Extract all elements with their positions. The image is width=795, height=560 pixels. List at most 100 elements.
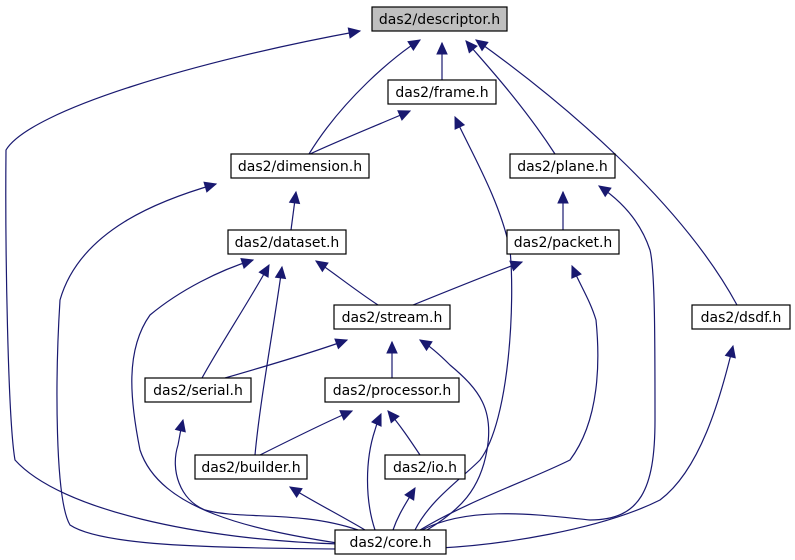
edge-line xyxy=(289,486,366,531)
edge-line xyxy=(5,30,361,545)
edge-core-to-dimension xyxy=(56,181,341,550)
edges-layer xyxy=(5,27,738,550)
node-plane[interactable]: das2/plane.h xyxy=(509,153,616,179)
node-label: das2/frame.h xyxy=(395,85,488,101)
node-dimension[interactable]: das2/dimension.h xyxy=(230,153,370,179)
node-box xyxy=(371,6,508,32)
node-label: das2/processor.h xyxy=(333,383,452,399)
edge-line xyxy=(421,185,656,531)
node-dsdf[interactable]: das2/dsdf.h xyxy=(691,304,791,330)
node-label: das2/core.h xyxy=(349,535,431,551)
edge-line xyxy=(475,39,738,306)
edge-io-to-processor xyxy=(387,410,421,456)
edge-line xyxy=(174,419,359,531)
arrow-head xyxy=(334,338,349,350)
node-box xyxy=(144,377,252,403)
arrow-head xyxy=(454,115,466,130)
node-descriptor[interactable]: das2/descriptor.h xyxy=(371,6,508,32)
arrow-head xyxy=(174,418,186,433)
node-box xyxy=(227,229,347,255)
edge-line xyxy=(308,39,421,155)
node-label: das2/dataset.h xyxy=(235,235,340,251)
arrow-head xyxy=(407,39,422,52)
node-box xyxy=(384,454,466,480)
arrow-head xyxy=(288,486,303,499)
edge-serial-to-dataset xyxy=(201,263,270,379)
node-builder[interactable]: das2/builder.h xyxy=(194,454,308,480)
edge-serial-to-stream xyxy=(224,338,349,379)
arrow-head xyxy=(371,412,382,427)
edge-core-to-packet xyxy=(419,264,599,531)
node-label: das2/packet.h xyxy=(514,235,613,251)
edge-line xyxy=(131,259,351,546)
node-box xyxy=(334,529,447,555)
edge-line xyxy=(254,266,283,456)
edge-dimension-to-descriptor xyxy=(308,39,422,155)
edge-core-to-serial xyxy=(174,418,359,531)
node-box xyxy=(230,153,370,179)
arrow-head xyxy=(404,486,416,501)
edge-line xyxy=(309,110,411,155)
node-serial[interactable]: das2/serial.h xyxy=(144,377,252,403)
arrow-head xyxy=(724,344,736,359)
arrow-head xyxy=(339,410,354,421)
node-stream[interactable]: das2/stream.h xyxy=(333,304,451,330)
arrow-head xyxy=(314,260,329,273)
node-label: das2/descriptor.h xyxy=(379,12,500,28)
arrow-head xyxy=(258,263,270,278)
edge-dsdf-to-descriptor xyxy=(475,39,738,306)
edge-stream-to-packet xyxy=(412,260,524,306)
node-box xyxy=(506,229,620,255)
node-label: das2/io.h xyxy=(393,460,457,476)
nodes-layer: das2/descriptor.h das2/frame.h das2/dimens… xyxy=(144,6,791,555)
node-box xyxy=(691,304,791,330)
node-dataset[interactable]: das2/dataset.h xyxy=(227,229,347,255)
node-packet[interactable]: das2/packet.h xyxy=(506,229,620,255)
arrow-head xyxy=(274,265,287,280)
arrow-head xyxy=(475,39,489,52)
edge-core-to-dataset xyxy=(131,257,351,546)
arrow-head xyxy=(436,41,448,55)
edge-packet-to-plane xyxy=(557,190,569,230)
node-box xyxy=(387,79,497,105)
edge-line xyxy=(439,345,734,549)
node-processor[interactable]: das2/processor.h xyxy=(324,377,460,403)
edge-frame-to-descriptor xyxy=(436,41,448,80)
edge-builder-to-dataset xyxy=(254,265,287,456)
edge-line xyxy=(366,413,382,531)
edge-core-to-io xyxy=(392,486,416,531)
node-label: das2/serial.h xyxy=(153,383,243,399)
edge-line xyxy=(419,265,599,531)
arrow-head xyxy=(571,264,582,279)
arrow-head xyxy=(203,181,218,193)
node-frame[interactable]: das2/frame.h xyxy=(387,79,497,105)
arrow-head xyxy=(347,27,362,39)
edge-dataset-to-dimension xyxy=(288,190,301,231)
arrow-head xyxy=(397,110,412,121)
node-box xyxy=(324,377,460,403)
arrow-head xyxy=(509,260,524,272)
edge-line xyxy=(259,410,353,456)
node-label: das2/stream.h xyxy=(342,310,443,326)
node-io[interactable]: das2/io.h xyxy=(384,454,466,480)
edge-stream-to-dataset xyxy=(314,260,379,306)
edge-line xyxy=(201,264,270,379)
arrow-head xyxy=(557,190,569,204)
edge-core-to-processor xyxy=(366,412,382,531)
edge-builder-to-processor xyxy=(259,410,354,456)
edge-line xyxy=(412,261,523,306)
node-label: das2/dsdf.h xyxy=(701,310,782,326)
arrow-head xyxy=(418,339,433,352)
edge-dimension-to-frame xyxy=(309,110,412,155)
node-box xyxy=(194,454,308,480)
node-box xyxy=(333,304,451,330)
node-core[interactable]: das2/core.h xyxy=(334,529,447,555)
node-label: das2/plane.h xyxy=(517,159,608,175)
edge-core-to-descriptor xyxy=(5,27,362,545)
edge-core-to-plane xyxy=(421,185,656,531)
edge-line xyxy=(56,183,341,550)
arrow-head xyxy=(598,185,612,198)
edge-core-to-frame xyxy=(414,115,513,531)
arrow-head xyxy=(386,340,398,354)
edge-core-to-builder xyxy=(288,486,366,531)
